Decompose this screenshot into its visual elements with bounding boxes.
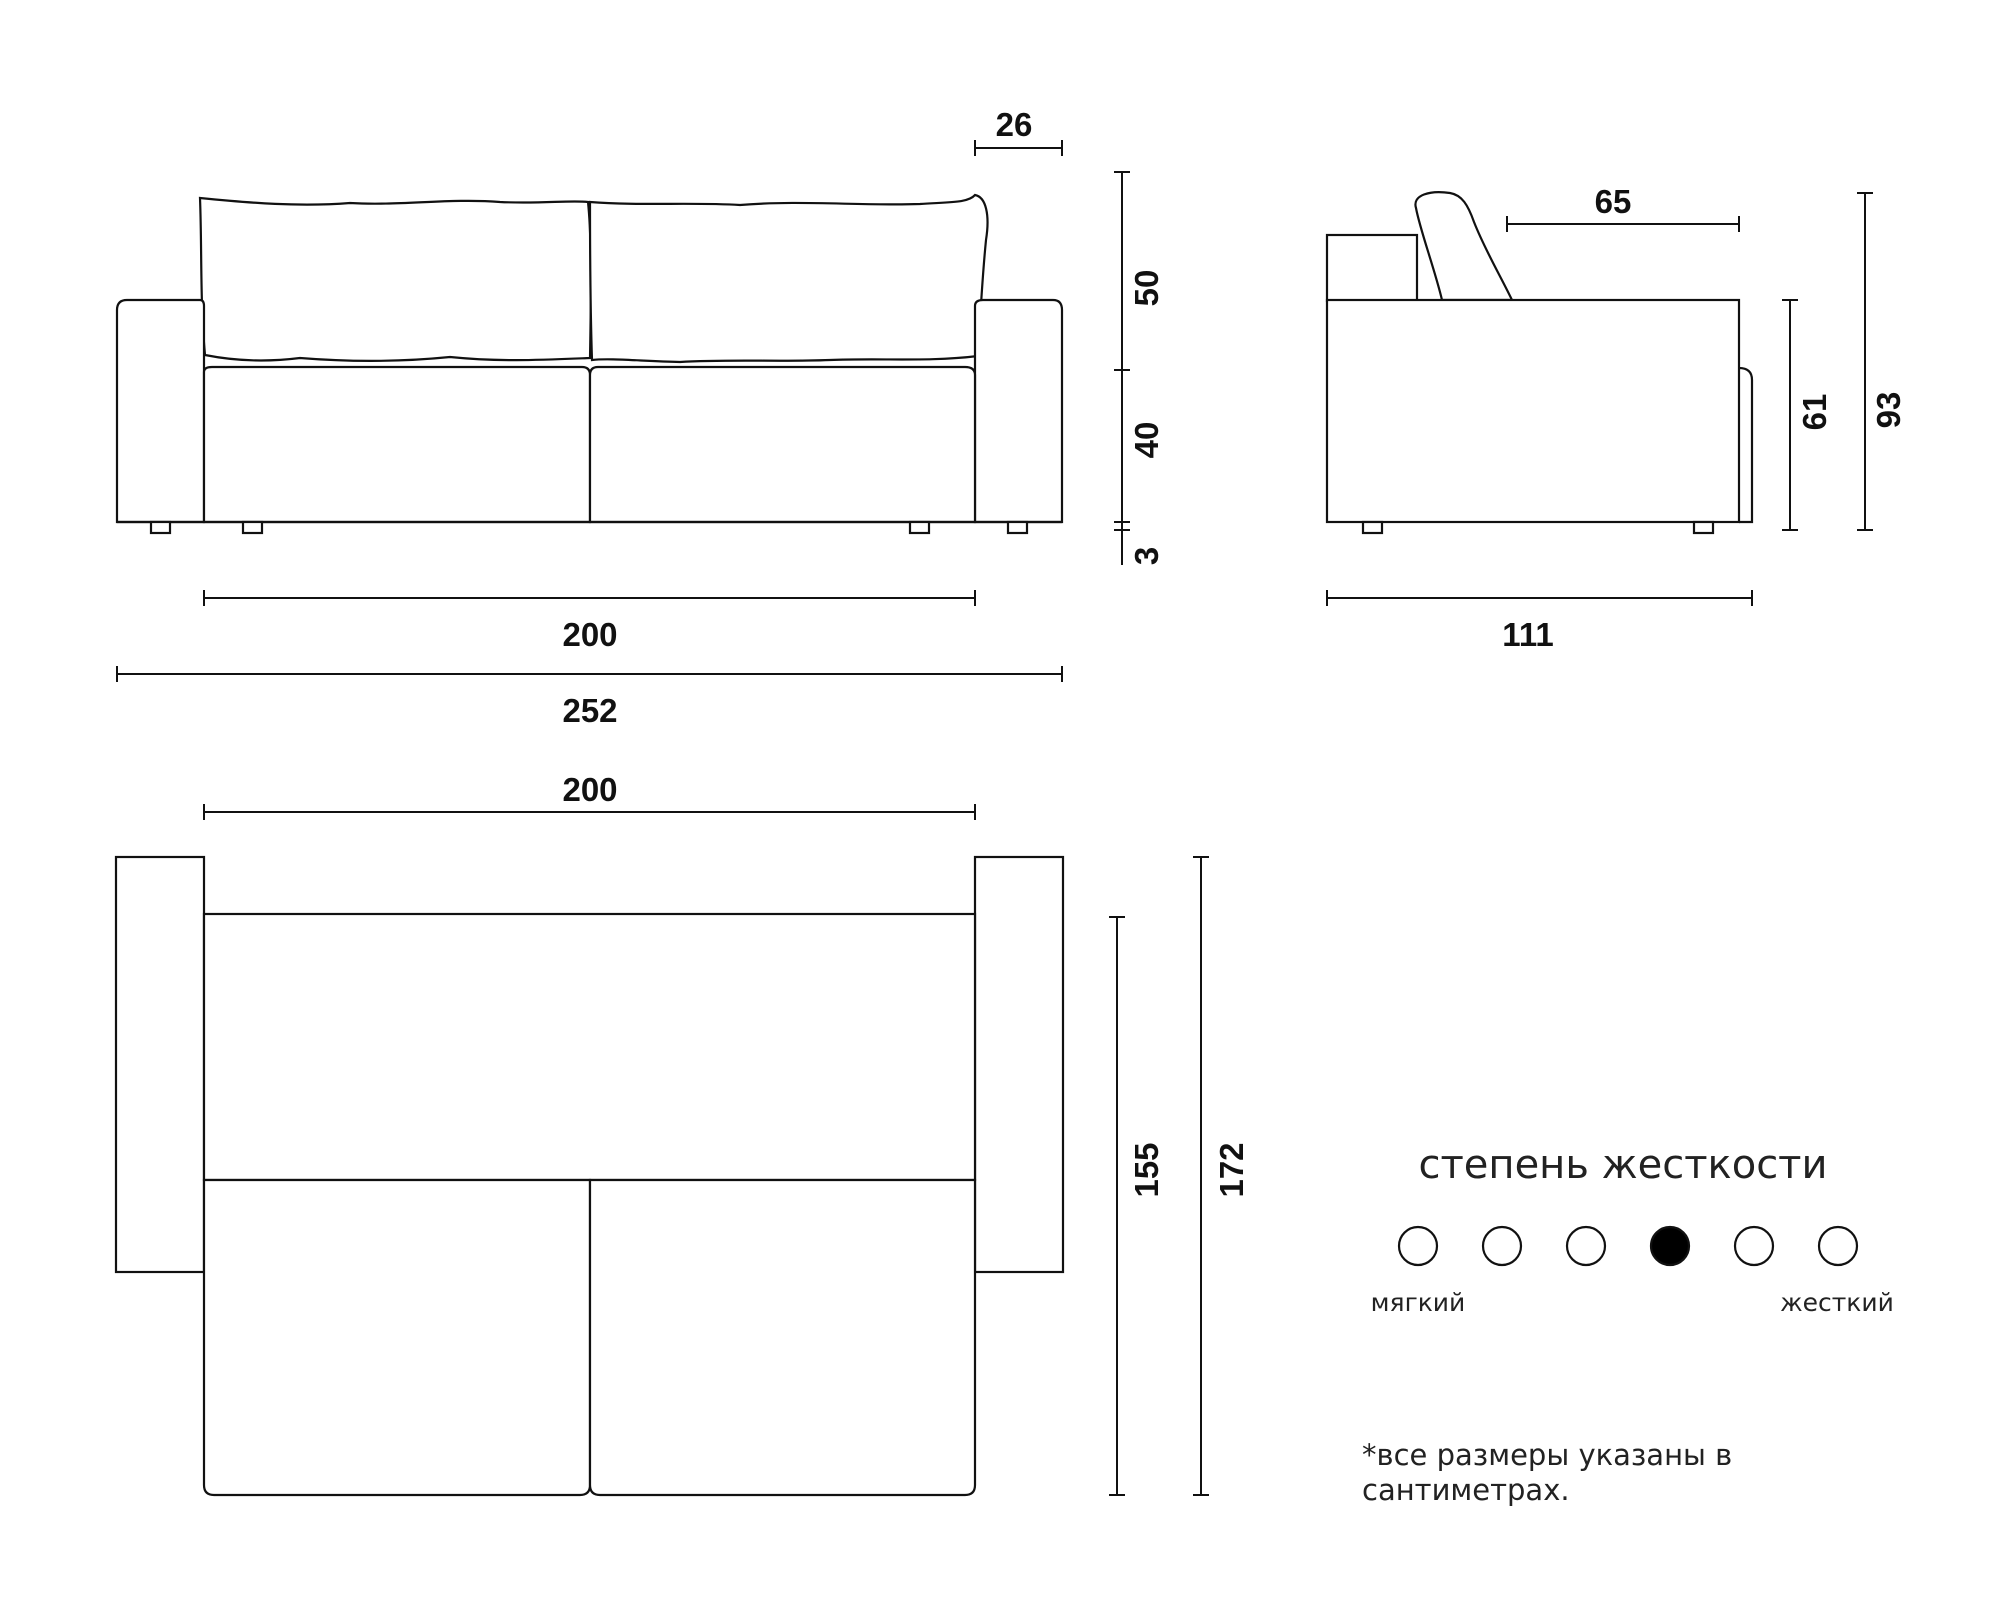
dim-label-armrest-width: 26 (996, 106, 1033, 143)
firmness-dot (1817, 1225, 1859, 1267)
side-front-panel (1738, 366, 1754, 524)
dim-seat-width: 200 (203, 590, 976, 653)
footnote: *все размеры указаны в сантиметрах. (1362, 1438, 1732, 1507)
dim-label-total-width: 252 (562, 692, 617, 729)
side-back-block (1325, 233, 1419, 303)
left-armrest (115, 298, 206, 524)
dim-label-unfolded-length: 172 (1213, 1142, 1250, 1197)
top-back-section (202, 912, 977, 1182)
front-view: 26 50 40 3 200 252 (115, 106, 1165, 729)
right-armrest (973, 298, 1064, 524)
firmness-dot-selected (1649, 1225, 1691, 1267)
firmness-dots (1397, 1225, 1859, 1267)
front-leg (241, 520, 264, 535)
dim-label-sleeping-length: 155 (1128, 1142, 1165, 1197)
dim-seat-depth: 65 (1506, 183, 1740, 232)
dim-label-seat-height: 40 (1128, 422, 1165, 459)
dim-total-height: 93 (1857, 192, 1907, 531)
top-front-cushion-right (588, 1178, 977, 1497)
dim-armrest-width: 26 (974, 106, 1063, 156)
footnote-line-2: сантиметрах. (1362, 1473, 1570, 1507)
top-right-armrest (973, 855, 1065, 1274)
firmness-scale: степень жесткости мягкий жесткий (1371, 1142, 1894, 1317)
firmness-hard-label: жесткий (1780, 1288, 1894, 1317)
front-leg (908, 520, 931, 535)
dim-label-seat-depth: 65 (1595, 183, 1632, 220)
seat-cushion-left (202, 365, 592, 524)
dim-sleeping-length: 155 (1109, 916, 1165, 1496)
dim-total-width: 252 (116, 666, 1063, 729)
dim-label-back-height: 50 (1128, 270, 1165, 307)
firmness-title: степень жесткости (1419, 1142, 1828, 1188)
dim-unfolded-length: 172 (1193, 856, 1250, 1496)
dim-arm-height: 61 (1782, 299, 1833, 531)
firmness-soft-label: мягкий (1371, 1288, 1466, 1317)
front-leg (149, 520, 172, 535)
dim-label-sleeping-width: 200 (562, 771, 617, 808)
side-leg (1692, 520, 1715, 535)
footnote-line-1: *все размеры указаны в (1362, 1438, 1732, 1472)
back-cushion-right (588, 193, 989, 364)
back-cushion-left (198, 196, 592, 362)
side-body (1325, 298, 1741, 524)
dim-total-depth: 111 (1326, 590, 1753, 653)
front-leg (1006, 520, 1029, 535)
dim-label-total-height: 93 (1870, 392, 1907, 429)
dim-label-total-depth: 111 (1502, 616, 1553, 653)
firmness-dot (1397, 1225, 1439, 1267)
side-leg (1361, 520, 1384, 535)
firmness-dot (1481, 1225, 1523, 1267)
seat-cushion-right (588, 365, 977, 524)
top-front-cushion-left (202, 1178, 592, 1497)
firmness-dot (1565, 1225, 1607, 1267)
firmness-dot (1733, 1225, 1775, 1267)
side-back-cushion (1414, 191, 1514, 302)
top-left-armrest (114, 855, 206, 1274)
side-view: 65 61 93 111 (1325, 183, 1907, 653)
dim-sleeping-width: 200 (203, 771, 976, 820)
dim-label-seat-width: 200 (562, 616, 617, 653)
dim-label-leg-height: 3 (1128, 547, 1165, 565)
top-view: 200 155 172 (114, 771, 1250, 1497)
dim-vertical-chain: 50 40 3 (1114, 171, 1165, 565)
dim-label-arm-height: 61 (1796, 394, 1833, 431)
